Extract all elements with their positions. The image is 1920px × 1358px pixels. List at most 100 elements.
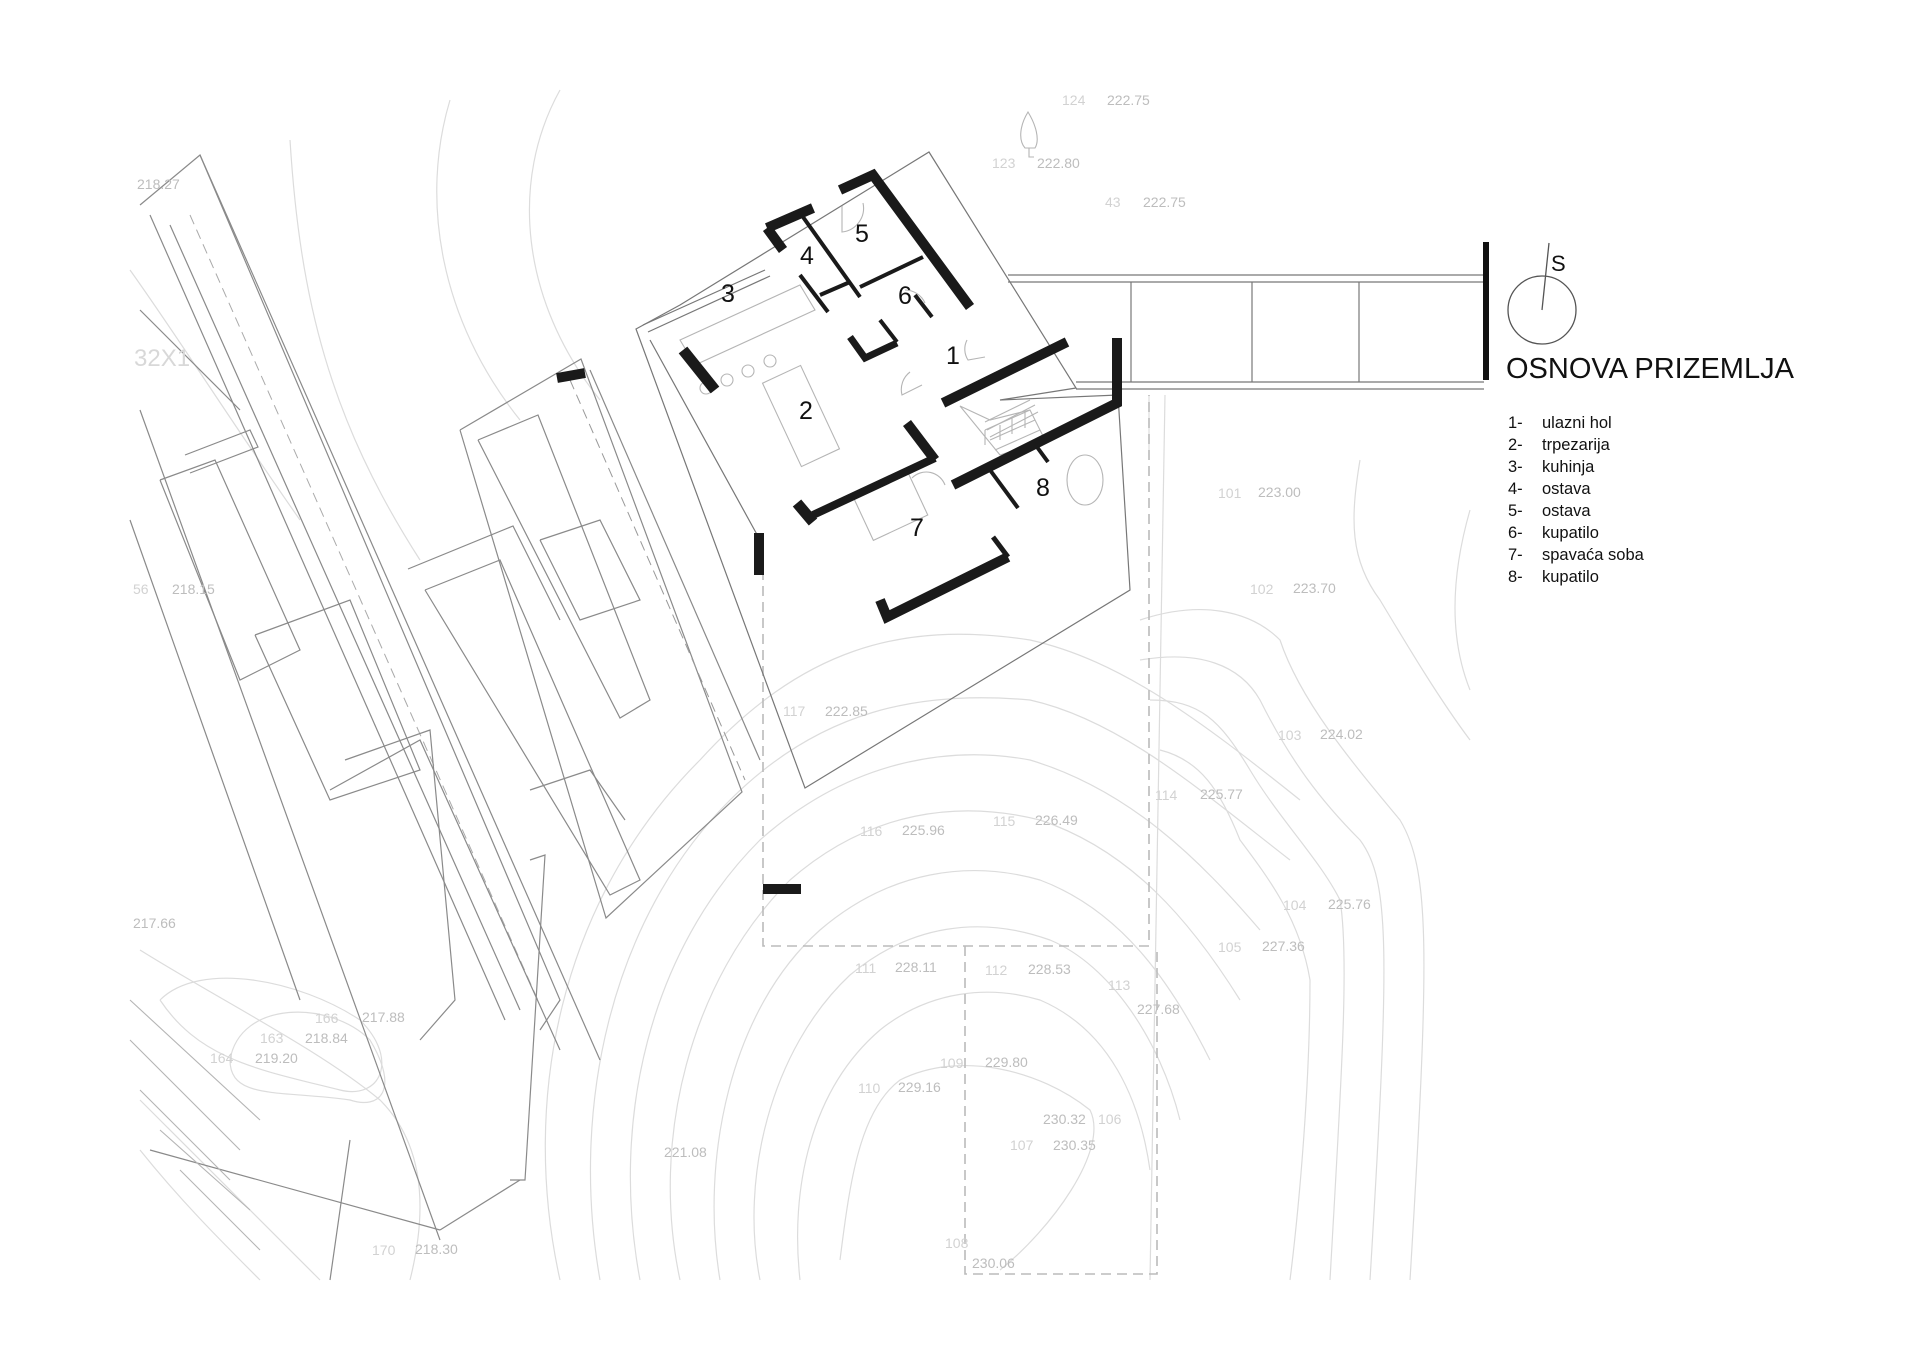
label: 8- bbox=[1508, 568, 1523, 586]
north-arrow-icon bbox=[1507, 275, 1577, 345]
survey-point-id: 124 bbox=[1062, 92, 1086, 108]
elevation-label: 225.76 bbox=[1328, 896, 1371, 912]
room-number-4: 4 bbox=[800, 242, 814, 270]
legend-item: 8-kupatilo bbox=[1508, 568, 1599, 586]
legend-item: 1- ulazni hol bbox=[1508, 414, 1612, 432]
elevation-label: 223.70 bbox=[1293, 580, 1336, 596]
legend-bar bbox=[1483, 242, 1489, 380]
terrain-contours bbox=[129, 89, 1471, 1281]
survey-point-id: 163 bbox=[260, 1030, 284, 1046]
elevation-label: 218.30 bbox=[415, 1241, 458, 1257]
freestanding-wall bbox=[754, 533, 764, 575]
label: 1- bbox=[1508, 414, 1523, 432]
elevation-label: 222.85 bbox=[825, 703, 868, 719]
elevation-label: 228.11 bbox=[895, 959, 937, 975]
elevation-label: 223.00 bbox=[1258, 484, 1301, 500]
survey-point-id: 170 bbox=[372, 1242, 396, 1258]
survey-point-id: 114 bbox=[1155, 787, 1178, 803]
room-number-2: 2 bbox=[799, 397, 813, 425]
survey-point-id: 104 bbox=[1283, 897, 1307, 913]
survey-point-id: 110 bbox=[858, 1080, 881, 1096]
survey-point-id: 112 bbox=[985, 962, 1008, 978]
north-label: S bbox=[1551, 251, 1566, 276]
stairs bbox=[984, 399, 1039, 445]
label: 7- bbox=[1508, 546, 1523, 564]
room-number-3: 3 bbox=[721, 280, 735, 308]
label: spavaća soba bbox=[1542, 546, 1645, 564]
label: 2- bbox=[1508, 436, 1523, 454]
elevation-label: 219.20 bbox=[255, 1050, 298, 1066]
parcel-label: 32X1 bbox=[134, 345, 190, 372]
house-outline bbox=[635, 151, 1131, 789]
elevation-label: 222.75 bbox=[1107, 92, 1150, 108]
legend-item: 3- kuhinja bbox=[1508, 458, 1595, 476]
elevation-label: 218.15 bbox=[172, 581, 215, 597]
survey-point-id: 102 bbox=[1250, 581, 1274, 597]
survey-point-id: 108 bbox=[945, 1235, 969, 1251]
label: kuhinja bbox=[1542, 458, 1595, 476]
north-arrow-needle bbox=[1541, 242, 1550, 311]
label: 5- bbox=[1508, 502, 1523, 520]
plot-boundary bbox=[762, 395, 1158, 1275]
freestanding-wall bbox=[763, 884, 801, 894]
site-structures bbox=[129, 154, 761, 1281]
survey-point-id: 111 bbox=[855, 960, 876, 976]
tree-icon bbox=[1020, 110, 1038, 158]
label: ostava bbox=[1542, 480, 1591, 498]
elevation-label: 227.36 bbox=[1262, 938, 1305, 954]
survey-point-id: 115 bbox=[993, 813, 1016, 829]
survey-point-id: 164 bbox=[210, 1050, 234, 1066]
legend-item: 2- trpezarija bbox=[1508, 436, 1611, 454]
survey-point-id: 113 bbox=[1108, 977, 1131, 993]
survey-point-id: 105 bbox=[1218, 939, 1242, 955]
survey-point-id: 109 bbox=[940, 1055, 964, 1071]
survey-point-id: 123 bbox=[992, 155, 1016, 171]
elevation-label: 224.02 bbox=[1320, 726, 1363, 742]
label: ostava bbox=[1542, 502, 1591, 520]
elevation-label: 228.53 bbox=[1028, 961, 1071, 977]
elevation-label: 227.68 bbox=[1137, 1001, 1180, 1017]
plan-title: OSNOVA PRIZEMLJA bbox=[1506, 353, 1795, 385]
survey-point-id: 107 bbox=[1010, 1137, 1034, 1153]
legend: S OSNOVA PRIZEMLJA 1- ulazni hol 2- trpeza… bbox=[1483, 242, 1795, 586]
room-number-7: 7 bbox=[910, 514, 924, 542]
elevation-label: 222.80 bbox=[1037, 155, 1080, 171]
survey-point-id: 103 bbox=[1278, 727, 1302, 743]
elevation-label: 217.88 bbox=[362, 1009, 405, 1025]
label: ulazni hol bbox=[1542, 414, 1612, 432]
elevation-label: 230.35 bbox=[1053, 1137, 1096, 1153]
legend-item: 6-kupatilo bbox=[1508, 524, 1599, 542]
survey-point-id: 56 bbox=[133, 581, 149, 597]
elevation-label: 229.80 bbox=[985, 1054, 1028, 1070]
survey-point-id: 117 bbox=[783, 703, 806, 719]
elevation-label: 222.75 bbox=[1143, 194, 1186, 210]
elevation-label: 218.27 bbox=[137, 176, 180, 192]
elevation-label: 225.77 bbox=[1200, 786, 1243, 802]
elevation-label: 221.08 bbox=[664, 1144, 707, 1160]
elevation-label: 230.06 bbox=[972, 1255, 1015, 1271]
room-number-1: 1 bbox=[946, 342, 960, 370]
survey-point-id: 166 bbox=[315, 1010, 339, 1026]
label: trpezarija bbox=[1542, 436, 1611, 454]
label: 3- bbox=[1508, 458, 1523, 476]
label: 6- bbox=[1508, 524, 1523, 542]
doors bbox=[841, 202, 986, 486]
elevation-label: 217.66 bbox=[133, 915, 176, 931]
room-number-8: 8 bbox=[1036, 474, 1050, 502]
room-number-5: 5 bbox=[855, 220, 869, 248]
legend-item: 7- spavaća soba bbox=[1508, 546, 1645, 564]
label: 4- bbox=[1508, 480, 1523, 498]
elevation-label: 225.96 bbox=[902, 822, 945, 838]
walls bbox=[556, 168, 1122, 894]
room-numbers: 1 2 3 4 5 6 7 8 bbox=[721, 220, 1050, 542]
elevation-label: 218.84 bbox=[305, 1030, 348, 1046]
room-number-6: 6 bbox=[898, 282, 912, 310]
elevation-label: 230.32 bbox=[1043, 1111, 1086, 1127]
survey-point-id: 116 bbox=[860, 823, 883, 839]
survey-point-id: 106 bbox=[1098, 1111, 1122, 1127]
legend-item: 4- ostava bbox=[1508, 480, 1591, 498]
survey-point-id: 43 bbox=[1105, 194, 1121, 210]
legend-item: 5- ostava bbox=[1508, 502, 1591, 520]
